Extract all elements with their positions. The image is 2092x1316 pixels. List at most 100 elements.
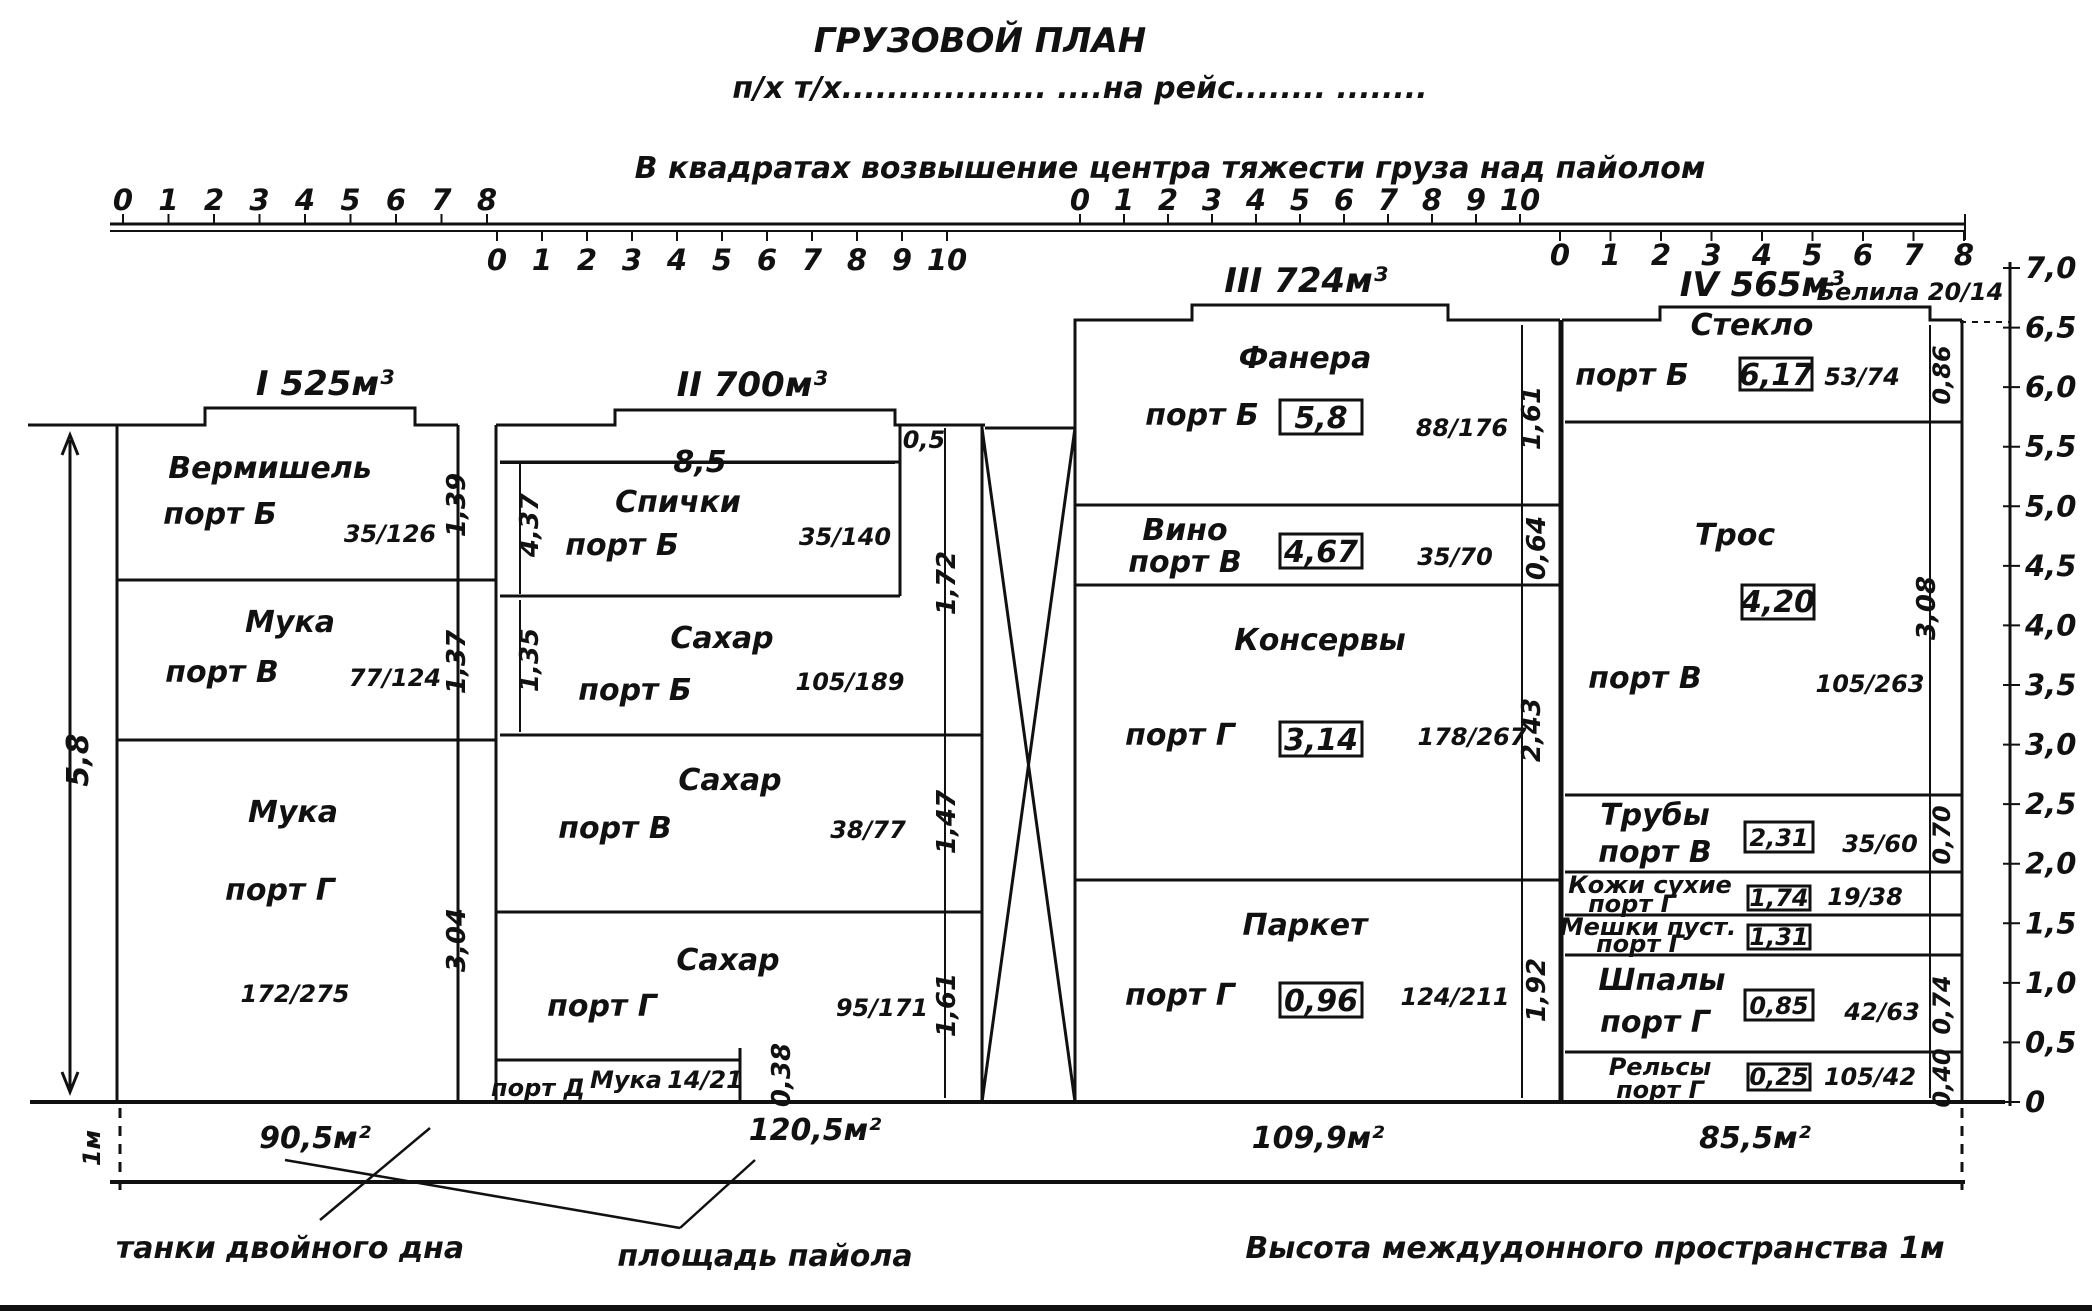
- scale-low-a-label: 9: [892, 243, 912, 277]
- height-axis-label: 5,5: [2025, 430, 2076, 464]
- scale-top-a-label: 6: [386, 183, 406, 217]
- cargo-kozhi-cg: 1,74: [1749, 884, 1808, 912]
- cargo-sahar-3-h: 1,61: [932, 973, 962, 1037]
- scale-low-b-label: 1: [1600, 238, 1620, 272]
- scale-top-b-label: 0: [1070, 183, 1090, 217]
- scale-caption: В квадратах возвышение центра тяжести гр…: [635, 151, 1706, 186]
- caption-double-bottom-tanks: танки двойного дна: [116, 1231, 464, 1266]
- cargo-parket-qty: 124/211: [1401, 983, 1510, 1011]
- cargo-muka-1-qty: 77/124: [349, 664, 441, 692]
- cargo-shpaly-port: порт Г: [1600, 1005, 1712, 1040]
- hold-3-title: III 724м³: [1224, 261, 1388, 301]
- height-axis-label: 0,5: [2025, 1025, 2076, 1059]
- cargo-muka-d-port: порт Д: [491, 1074, 585, 1102]
- caption-double-bottom-height: Высота междудонного пространства 1м: [1245, 1231, 1944, 1266]
- scale-low-b-label: 4: [1751, 238, 1772, 272]
- cargo-muka-2-port: порт Г: [225, 873, 337, 908]
- cg-box-fanera: [1278, 398, 1364, 436]
- plan-subtitle: п/х т/х.................. ....на рейс...…: [732, 71, 1427, 106]
- plan-title: ГРУЗОВОЙ ПЛАН: [814, 20, 1146, 61]
- height-axis-label: 4,0: [2024, 608, 2076, 642]
- cargo-muka-d-qty: 14/21: [667, 1066, 743, 1094]
- depth-arrow-bottom: [60, 1071, 80, 1097]
- scale-top-a-label: 8: [477, 183, 497, 217]
- scale-top-b-label: 5: [1290, 183, 1310, 217]
- cargo-parket: Паркет: [1243, 908, 1370, 943]
- hold-1-area: 90,5м²: [259, 1121, 371, 1156]
- cargo-steklo: Стекло: [1691, 308, 1814, 343]
- cargo-sahar-2-qty: 38/77: [830, 816, 906, 844]
- scale-low-b-label: 0: [1550, 238, 1570, 272]
- scale-top-b-label: 10: [1500, 183, 1540, 217]
- cargo-konservy-h: 2,43: [1517, 698, 1547, 762]
- scale-top-a-label: 3: [249, 183, 269, 217]
- cargo-parket-h: 1,92: [1522, 958, 1552, 1022]
- scale-low-a-label: 4: [666, 243, 687, 277]
- hold-4-area: 85,5м²: [1699, 1121, 1811, 1156]
- height-axis: 7,06,56,05,55,04,54,03,53,02,52,01,51,00…: [1960, 251, 2076, 1119]
- cargo-parket-cg: 0,96: [1284, 984, 1358, 1019]
- cargo-sahar-1-port: порт Б: [578, 673, 692, 708]
- scale-low-b-label: 8: [1954, 238, 1974, 272]
- cargo-vermishel-h: 1,39: [442, 473, 472, 537]
- cargo-muka-1-port: порт В: [165, 655, 279, 690]
- cargo-shpaly-h: 0,74: [1928, 975, 1956, 1034]
- cargo-kozhi-port: порт Г: [1588, 890, 1678, 918]
- cargo-konservy: Консервы: [1234, 623, 1406, 658]
- cargo-sahar-3-port: порт Г: [547, 989, 659, 1024]
- double-bottom: 1м: [30, 1100, 2010, 1230]
- scale-top-a-label: 7: [431, 183, 452, 217]
- cargo-muka-d-h: 0,38: [767, 1043, 797, 1107]
- cargo-sahar-3: Сахар: [676, 943, 779, 978]
- cargo-sahar-2-port: порт В: [558, 811, 672, 846]
- scale-top-a-label: 2: [204, 183, 224, 217]
- cargo-vermishel: Вермишель: [168, 451, 371, 486]
- scale-top-b-label: 8: [1422, 183, 1442, 217]
- cargo-steklo-cg: 6,17: [1739, 358, 1813, 393]
- cargo-sahar-1: Сахар: [670, 621, 773, 656]
- cargo-relsy: Рельсы: [1609, 1053, 1712, 1081]
- height-axis-label: 1,0: [2025, 966, 2076, 1000]
- cargo-truby-port: порт В: [1598, 835, 1712, 870]
- cg-box-steklo: [1738, 356, 1814, 392]
- cargo-vermishel-port: порт Б: [163, 497, 277, 532]
- height-axis-label: 2,0: [2025, 847, 2076, 881]
- cg-box-relsy: [1746, 1062, 1812, 1092]
- height-axis-label: 5,0: [2025, 489, 2076, 523]
- cg-box-parket: [1278, 981, 1364, 1019]
- cargo-spichki: Спички: [615, 485, 741, 520]
- height-axis-label: 1,5: [2025, 906, 2076, 940]
- height-axis-label: 2,5: [2025, 787, 2076, 821]
- height-axis-label: 3,0: [2025, 728, 2076, 762]
- scale-top-a-label: 4: [294, 183, 315, 217]
- cg-box-truby: [1743, 820, 1815, 854]
- hold-1-depth: 5,8: [61, 733, 96, 786]
- cargo-vino-qty: 35/70: [1417, 543, 1493, 571]
- scale-top-a-label: 5: [340, 183, 360, 217]
- cargo-parket-port: порт Г: [1125, 978, 1237, 1013]
- scale-low-a-label: 3: [622, 243, 642, 277]
- cargo-sahar-2: Сахар: [678, 763, 781, 798]
- cargo-spichki-port: порт Б: [565, 528, 679, 563]
- hold-2: II 700м³ 120,5м² 8,5 0,5 Спички порт Б 3…: [491, 365, 985, 1148]
- cargo-konservy-cg: 3,14: [1284, 723, 1358, 758]
- cargo-tros-port: порт В: [1588, 661, 1702, 696]
- scale-low-a-label: 10: [927, 243, 967, 277]
- scale-low-a-label: 2: [577, 243, 597, 277]
- cargo-truby-cg: 2,31: [1749, 824, 1808, 852]
- cargo-fanera-qty: 88/176: [1416, 414, 1508, 442]
- scale-low-a-label: 1: [532, 243, 552, 277]
- cargo-sahar-2-h: 1,47: [932, 789, 962, 854]
- hold-3-area: 109,9м²: [1252, 1121, 1385, 1156]
- scale-top-b-label: 2: [1158, 183, 1178, 217]
- cargo-meshki: Мешки пуст.: [1560, 913, 1737, 941]
- cargo-kozhi-qty: 19/38: [1827, 883, 1903, 911]
- caption-floor-area: площадь пайола: [617, 1239, 912, 1274]
- cargo-shpaly-qty: 42/63: [1843, 998, 1920, 1026]
